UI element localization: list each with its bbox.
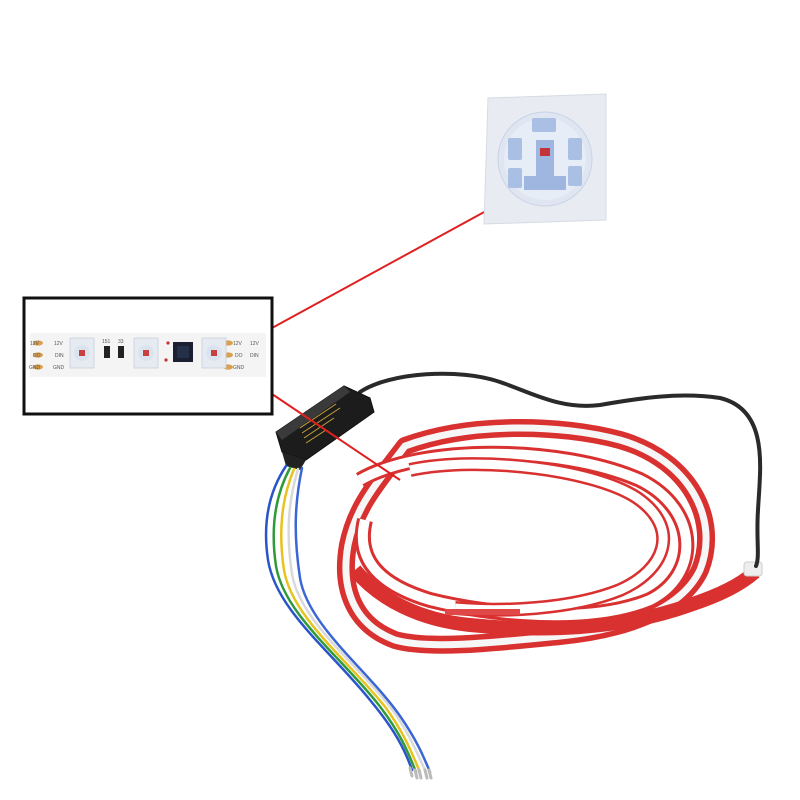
strip-label-left-12v-a: 12V [30, 341, 40, 347]
wire-yellow [280, 467, 422, 774]
strip-label-right-din: DIN [250, 353, 259, 359]
strip-label-left-do: DO [33, 353, 41, 359]
resistor-2 [118, 346, 124, 358]
strip-label-left-gnd-a: GND [29, 365, 41, 371]
power-cable [358, 371, 763, 568]
strip-label-left-gnd-b: GND [53, 365, 65, 371]
resistor-label-1: 151 [102, 339, 111, 345]
callout-line-led [271, 204, 498, 329]
wire-green [272, 466, 418, 774]
strip-label-right-12v-a: 12V [233, 341, 243, 347]
strip-led-3 [201, 337, 227, 369]
wire-tips [408, 766, 433, 780]
strip-label-left-din: DIN [55, 353, 64, 359]
strip-end-cap [743, 561, 763, 577]
wire-blue-2 [294, 466, 432, 774]
strip-label-right-do: DO [235, 353, 243, 359]
wire-white [287, 467, 428, 774]
strip-tail [349, 565, 760, 636]
resistor-1 [104, 346, 110, 358]
resistor-label-2: 33 [118, 339, 124, 345]
strip-label-left-12v-b: 12V [54, 341, 64, 347]
controller-box [275, 385, 375, 470]
strip-led-1 [69, 337, 95, 369]
strip-closeup: 12V DO GND 12V DIN GND 151 33 12V DO GND… [22, 296, 274, 416]
wire-blue [264, 464, 414, 772]
strip-led-2 [133, 337, 159, 369]
callout-line-strip [271, 393, 401, 481]
led-chip-closeup [483, 93, 607, 225]
strip-label-right-12v-b: 12V [250, 341, 260, 347]
led-strip-coil [336, 418, 763, 654]
colored-wires [264, 464, 432, 774]
controller-label [299, 403, 341, 444]
strip-label-right-gnd: GND [233, 365, 245, 371]
